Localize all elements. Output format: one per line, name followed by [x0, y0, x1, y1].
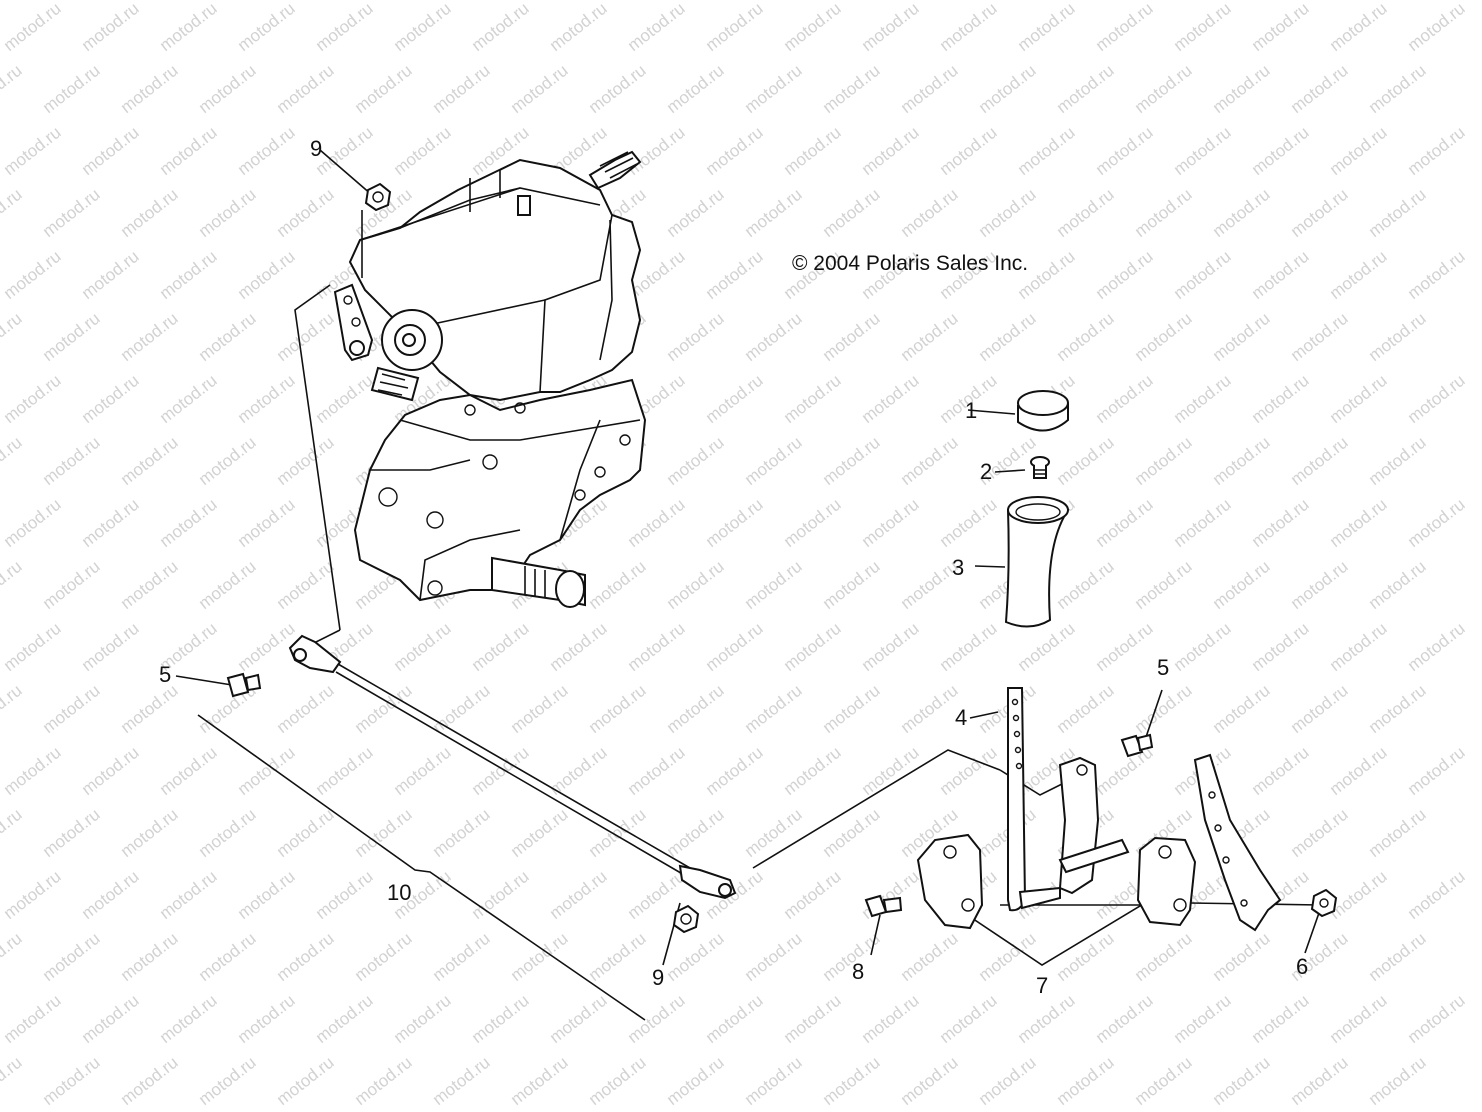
callout-10: 10 [387, 880, 412, 905]
linkage-rod [288, 634, 737, 900]
callout-8: 8 [852, 959, 865, 984]
knob-cap [1017, 390, 1069, 432]
leader-lines [175, 149, 1321, 1021]
nut-6 [1310, 888, 1338, 918]
bracket-right [1136, 836, 1197, 927]
transmission-gearcase [333, 150, 647, 608]
frame-panel [1193, 753, 1282, 932]
shift-lever [1007, 687, 1130, 912]
nut-9-top [364, 182, 392, 212]
bolt-5-left [226, 672, 262, 698]
screw [1030, 456, 1050, 479]
bracket-left [916, 833, 984, 930]
callout-7: 7 [1036, 973, 1049, 998]
callout-3: 3 [952, 555, 965, 580]
copyright-notice: © 2004 Polaris Sales Inc. [792, 252, 1029, 275]
callout-5-right: 5 [1157, 655, 1170, 680]
bolt-5-right [1120, 733, 1154, 758]
nut-9-bottom [672, 904, 700, 934]
callout-5-left: 5 [159, 662, 172, 687]
shift-knob [1004, 496, 1070, 628]
callout-9-bottom: 9 [652, 965, 665, 990]
bolt-8 [864, 894, 903, 918]
callout-9-top: 9 [310, 136, 323, 161]
callout-6: 6 [1296, 954, 1309, 979]
callout-4: 4 [955, 705, 968, 730]
callout-2: 2 [980, 459, 993, 484]
callout-1: 1 [965, 398, 978, 423]
